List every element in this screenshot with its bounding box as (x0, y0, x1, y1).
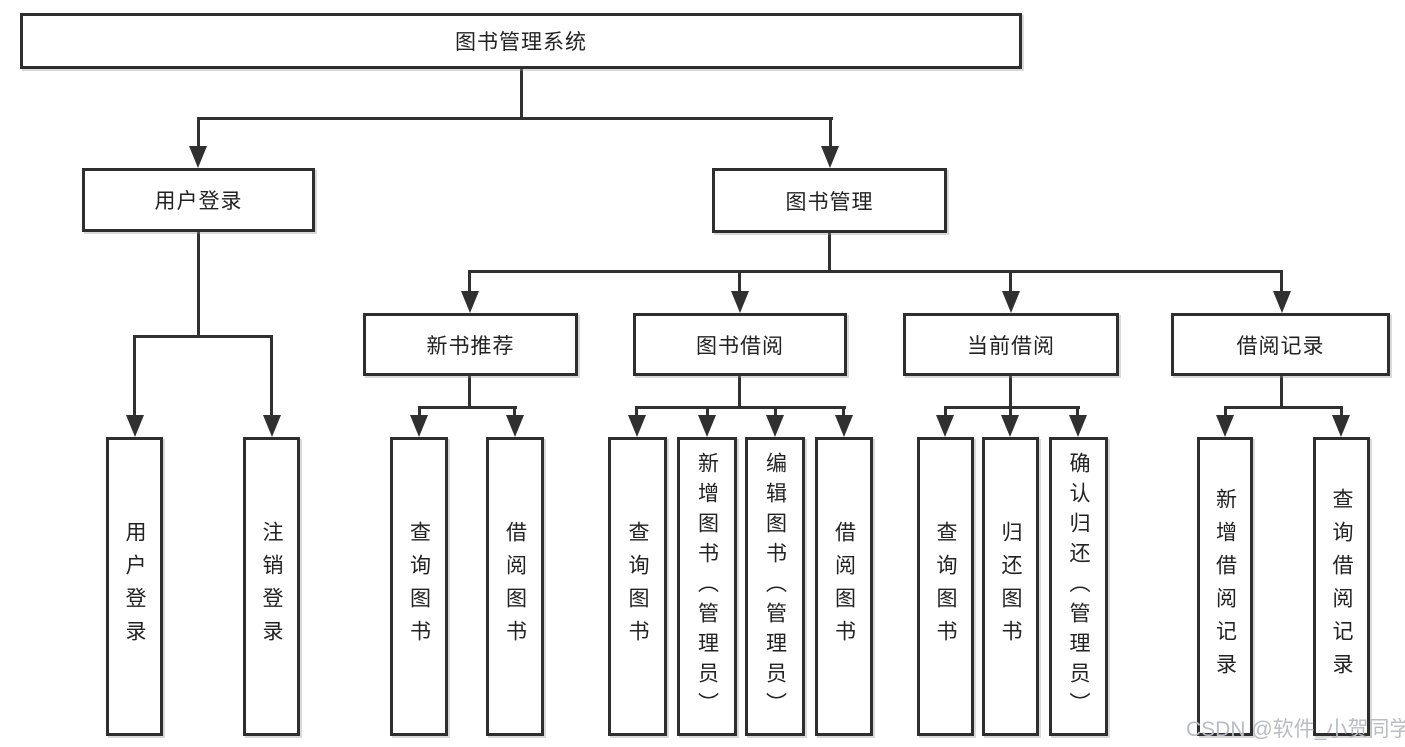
arrowhead-down-icon (126, 415, 144, 437)
connector-line (738, 270, 741, 293)
node-label: 借阅图书 (832, 520, 856, 653)
csdn-watermark: CSDN @软件_小贺同学 (1186, 718, 1405, 741)
node-leaf-query-books-1: 查询图书 (390, 437, 448, 736)
node-borrowing-records: 借阅记录 (1171, 313, 1390, 376)
node-label: 新书推荐 (426, 334, 515, 358)
connector-line (1224, 406, 1227, 418)
connector-line (418, 406, 421, 418)
connector-line (513, 406, 516, 418)
node-library-management-system: 图书管理系统 (20, 13, 1022, 69)
arrowhead-down-icon (461, 291, 479, 313)
node-leaf-edit-books-admin: 编辑图书（管理员） (745, 437, 805, 736)
node-leaf-add-borrow-record: 新增借阅记录 (1197, 437, 1253, 736)
node-user-login-branch: 用户登录 (82, 168, 315, 232)
connector-line (270, 335, 273, 417)
arrowhead-down-icon (821, 146, 839, 168)
connector-line (944, 406, 1080, 409)
connector-line (418, 406, 517, 409)
connector-line (635, 406, 638, 418)
connector-line (197, 117, 200, 148)
connector-line (469, 270, 1283, 273)
node-leaf-logout: 注销登录 (243, 437, 300, 736)
connector-line (1076, 406, 1079, 418)
arrowhead-down-icon (1216, 415, 1234, 437)
connector-line (706, 406, 709, 418)
node-leaf-query-borrow-record: 查询借阅记录 (1313, 437, 1370, 736)
node-label: 借阅记录 (1236, 334, 1325, 358)
arrowhead-down-icon (1273, 291, 1291, 313)
node-current-borrowing: 当前借阅 (903, 313, 1119, 376)
node-leaf-add-books-admin: 新增图书（管理员） (677, 437, 737, 736)
arrowhead-down-icon (1002, 291, 1020, 313)
node-label: 图书管理 (785, 190, 874, 214)
node-label: 查询图书 (407, 520, 431, 653)
node-label: 图书借阅 (696, 334, 784, 358)
node-label: 编辑图书（管理员） (763, 451, 787, 722)
connector-line (828, 233, 831, 273)
connector-line (944, 406, 947, 418)
connector-line (468, 270, 471, 293)
node-label: 新增图书（管理员） (695, 451, 719, 722)
connector-line (1224, 406, 1343, 409)
node-leaf-borrow-books-2: 借阅图书 (815, 437, 873, 736)
node-label: 查询图书 (626, 520, 649, 653)
connector-line (842, 406, 845, 418)
connector-line (738, 376, 741, 408)
node-leaf-user-login: 用户登录 (106, 437, 163, 736)
node-book-borrowing: 图书借阅 (633, 313, 847, 376)
connector-line (197, 117, 833, 120)
node-label: 图书管理系统 (455, 31, 587, 54)
node-label: 新增借阅记录 (1213, 487, 1237, 686)
node-label: 当前借阅 (967, 334, 1055, 358)
arrowhead-down-icon (506, 415, 524, 437)
connector-line (468, 376, 471, 408)
node-label: 用户登录 (123, 520, 146, 653)
connector-line (1009, 270, 1012, 293)
arrowhead-down-icon (189, 146, 207, 168)
node-leaf-return-books: 归还图书 (982, 437, 1039, 736)
connector-line (133, 335, 136, 417)
node-label: 查询图书 (934, 520, 957, 653)
node-label: 确认归还（管理员） (1067, 451, 1090, 722)
arrowhead-down-icon (1001, 415, 1019, 437)
arrowhead-down-icon (835, 415, 853, 437)
arrowhead-down-icon (766, 415, 784, 437)
node-label: 用户登录 (154, 190, 243, 213)
connector-line (1009, 406, 1012, 418)
node-label: 借阅图书 (503, 520, 527, 653)
node-leaf-query-books-3: 查询图书 (917, 437, 974, 736)
arrowhead-down-icon (936, 415, 954, 437)
connector-line (520, 69, 523, 119)
connector-line (1280, 376, 1283, 408)
connector-line (197, 232, 200, 338)
connector-line (133, 335, 273, 338)
node-label: 查询借阅记录 (1330, 487, 1353, 686)
arrowhead-down-icon (263, 415, 281, 437)
arrowhead-down-icon (1069, 415, 1087, 437)
arrowhead-down-icon (1332, 415, 1350, 437)
arrowhead-down-icon (698, 415, 716, 437)
node-label: 注销登录 (260, 520, 283, 653)
node-leaf-borrow-books-1: 借阅图书 (486, 437, 544, 736)
arrowhead-down-icon (628, 415, 646, 437)
connector-line (829, 117, 832, 148)
connector-line (1280, 270, 1283, 293)
node-leaf-query-books-2: 查询图书 (608, 437, 667, 736)
connector-line (774, 406, 777, 418)
arrowhead-down-icon (410, 415, 428, 437)
connector-line (636, 406, 846, 409)
arrowhead-down-icon (731, 291, 749, 313)
connector-line (1340, 406, 1343, 418)
node-label: 归还图书 (999, 520, 1022, 653)
node-new-book-recommend: 新书推荐 (363, 313, 578, 376)
connector-line (1009, 376, 1012, 408)
node-leaf-confirm-return-admin: 确认归还（管理员） (1049, 437, 1108, 736)
node-book-management-branch: 图书管理 (712, 168, 947, 233)
